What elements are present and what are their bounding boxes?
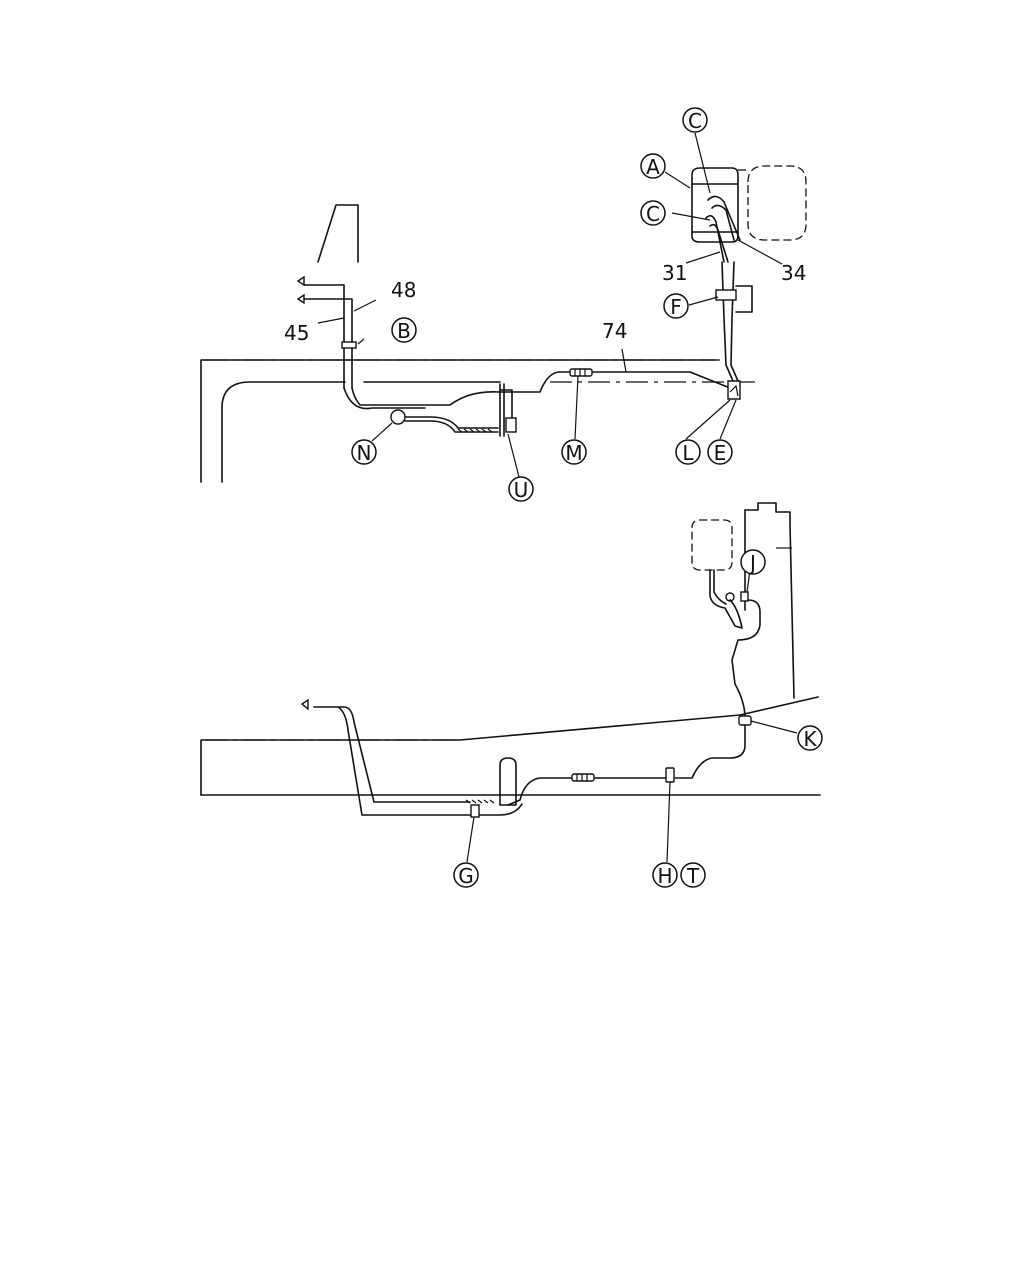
k-connector xyxy=(738,715,752,726)
callout-t: T xyxy=(680,862,706,888)
side-harness-main xyxy=(507,724,746,806)
svg-text:C: C xyxy=(688,109,702,133)
n-grommet xyxy=(390,409,406,425)
callout-u: U xyxy=(508,476,534,502)
part-number-45: 45 xyxy=(284,321,309,345)
callout-k: K xyxy=(797,725,823,751)
j-connector xyxy=(740,591,749,602)
svg-text:T: T xyxy=(686,864,700,888)
svg-text:F: F xyxy=(670,295,682,319)
reservoir-box xyxy=(691,519,733,571)
f-clamp xyxy=(715,289,737,301)
svg-text:B: B xyxy=(397,319,411,343)
side-view xyxy=(200,502,821,863)
callout-a: A xyxy=(640,153,666,179)
svg-text:N: N xyxy=(357,441,372,465)
el-clamp xyxy=(727,380,741,400)
side-harness-front xyxy=(313,706,471,803)
callout-c-top: C xyxy=(682,107,708,133)
m-grommet xyxy=(569,368,593,377)
cab-back xyxy=(744,502,795,699)
svg-text:G: G xyxy=(458,864,474,888)
main-harness xyxy=(351,371,736,406)
svg-text:C: C xyxy=(646,202,660,226)
part-number-74: 74 xyxy=(602,319,627,343)
part-number-31: 31 xyxy=(662,261,687,285)
callout-c-mid: C xyxy=(640,200,666,226)
svg-text:M: M xyxy=(565,441,582,465)
callout-n: N xyxy=(351,439,377,465)
frame-rail-inner xyxy=(221,381,346,483)
side-grommet xyxy=(571,773,595,782)
svg-text:J: J xyxy=(748,551,756,575)
u-bracket xyxy=(499,383,517,437)
callout-f: F xyxy=(663,293,689,319)
g-bracket xyxy=(465,757,517,818)
svg-text:A: A xyxy=(646,155,660,179)
svg-text:E: E xyxy=(714,441,727,465)
main-harness-lower xyxy=(343,387,426,410)
hose-c-lower xyxy=(705,214,725,263)
frame-rail-top xyxy=(200,359,716,483)
callout-l: L xyxy=(675,439,701,465)
callout-j: J xyxy=(740,549,766,575)
hose-c-upper xyxy=(707,195,741,241)
svg-text:K: K xyxy=(803,727,817,751)
left-connectors xyxy=(296,275,357,389)
top-view xyxy=(200,132,807,483)
svg-text:H: H xyxy=(657,864,672,888)
callout-b: B xyxy=(391,317,417,343)
leader-lines-top xyxy=(317,132,783,478)
callout-e: E xyxy=(707,439,733,465)
seat-outline xyxy=(317,204,359,263)
callout-m: M xyxy=(561,439,587,465)
svg-text:L: L xyxy=(682,441,694,465)
tank-outline xyxy=(747,165,807,241)
side-frame-rail xyxy=(200,696,819,796)
callout-h: H xyxy=(652,862,678,888)
svg-text:U: U xyxy=(514,478,529,502)
callout-g: G xyxy=(453,862,479,888)
ht-connector xyxy=(665,767,675,783)
part-number-34: 34 xyxy=(781,261,806,285)
side-harness-rear xyxy=(709,569,743,629)
part-number-48: 48 xyxy=(391,278,416,302)
